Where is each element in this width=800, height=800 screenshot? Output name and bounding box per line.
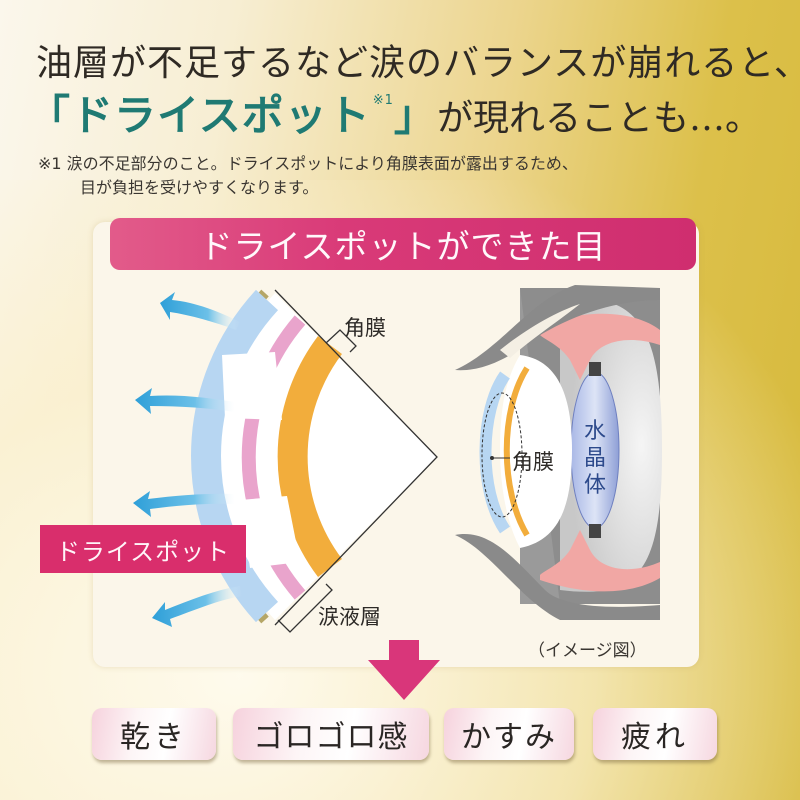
cornea-cross-section bbox=[191, 289, 438, 633]
footnote: ※1 涙の不足部分のこと。ドライスポットにより角膜表面が露出するため、 目が負担… bbox=[38, 152, 578, 200]
symptom-dryness: 乾き bbox=[92, 708, 216, 760]
down-arrow-icon bbox=[368, 640, 440, 700]
label-cornea-side: 角膜 bbox=[512, 450, 554, 474]
headline-line-2-rest: が現れることも…。 bbox=[436, 98, 761, 139]
label-lens: 水晶体 bbox=[583, 419, 606, 498]
dry-spot-term: 「ドライスポット※1」 bbox=[28, 91, 437, 140]
headline-line-2: 「ドライスポット※1」が現れることも…。 bbox=[28, 82, 761, 143]
footnote-marker: ※1 bbox=[372, 93, 394, 108]
headline-line-1: 油層が不足するなど涙のバランスが崩れると、 bbox=[36, 43, 800, 84]
image-caption: （イメージ図） bbox=[528, 641, 647, 661]
symptom-fatigue: 疲れ bbox=[593, 708, 717, 760]
footnote-line-2: 目が負担を受けやすくなります。 bbox=[80, 178, 319, 197]
label-tear-layer: 涙液層 bbox=[318, 605, 381, 629]
dry-spot-tag: ドライスポット bbox=[40, 525, 246, 573]
panel-title: ドライスポットができた目 bbox=[110, 218, 696, 270]
symptom-gritty-feeling: ゴロゴロ感 bbox=[233, 708, 429, 760]
label-cornea-top: 角膜 bbox=[344, 316, 386, 340]
footnote-line-1: ※1 涙の不足部分のこと。ドライスポットにより角膜表面が露出するため、 bbox=[38, 154, 578, 173]
symptom-blurriness: かすみ bbox=[444, 708, 574, 760]
eye-side-view bbox=[455, 285, 662, 620]
evaporation-arrows bbox=[133, 292, 242, 627]
